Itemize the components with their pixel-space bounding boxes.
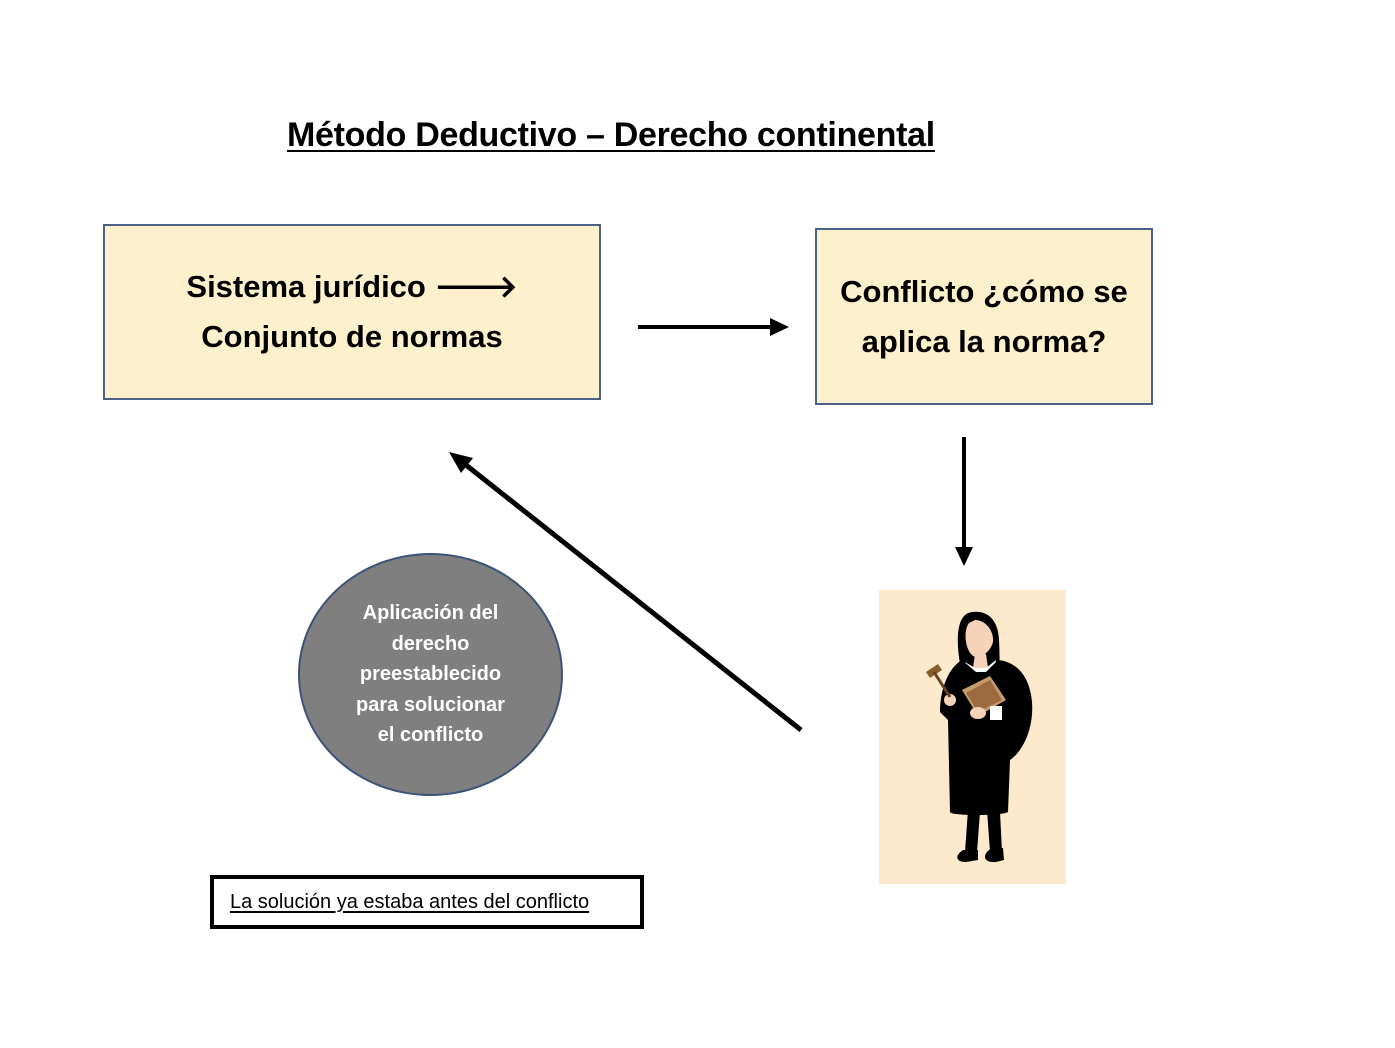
conflicto-text: Conflicto ¿cómo se aplica la norma?	[840, 273, 1128, 359]
arrow-up-left-icon	[449, 452, 803, 732]
solution-note: La solución ya estaba antes del conflict…	[210, 875, 644, 929]
aplicacion-text: Aplicación del derecho preestablecido pa…	[356, 602, 505, 747]
judge-icon	[926, 611, 1033, 863]
conflicto-box: Conflicto ¿cómo se aplica la norma?	[815, 228, 1153, 405]
aplicacion-circle: Aplicación del derecho preestablecido pa…	[298, 553, 563, 796]
sistema-juridico-text: Sistema jurídico 🡒 Conjunto de normas	[186, 269, 518, 354]
arrow-down-icon	[955, 437, 973, 566]
sistema-juridico-box: Sistema jurídico 🡒 Conjunto de normas	[103, 224, 601, 400]
solution-note-text: La solución ya estaba antes del conflict…	[230, 890, 590, 913]
diagram-title: Método Deductivo – Derecho continental	[287, 116, 935, 154]
arrow-right-icon	[638, 318, 789, 336]
